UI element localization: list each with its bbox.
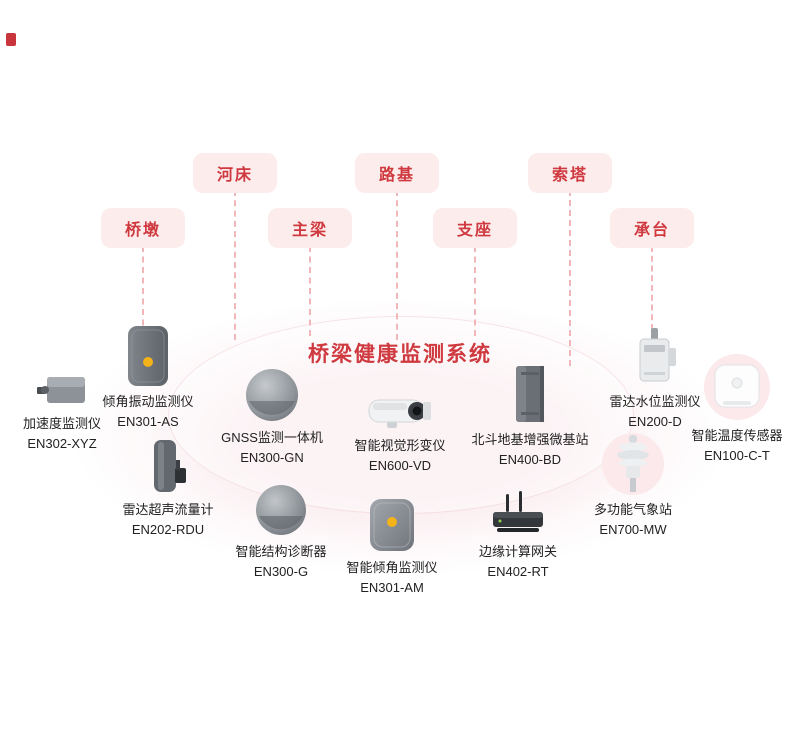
device-EN301-AM: 智能倾角监测仪 EN301-AM bbox=[312, 496, 472, 597]
accelerometer-icon bbox=[35, 368, 89, 410]
device-EN600-VD: 智能视觉形变仪 EN600-VD bbox=[320, 390, 480, 475]
device-name: 智能结构诊断器 bbox=[235, 544, 327, 559]
zone-pill-label: 索塔 bbox=[551, 167, 589, 184]
zone-pill-label: 主梁 bbox=[291, 222, 329, 239]
zone-pill-bearing: 支座 bbox=[432, 208, 518, 248]
connector-line-pile-cap bbox=[651, 246, 653, 330]
device-EN402-RT: 边缘计算网关 EN402-RT bbox=[438, 490, 598, 581]
diagram-title: 桥梁健康监测系统 bbox=[308, 343, 492, 366]
device-name: 边缘计算网关 bbox=[478, 544, 557, 559]
device-model: EN600-VD bbox=[368, 457, 432, 473]
zone-pill-label: 支座 bbox=[456, 222, 494, 239]
zone-pill-riverbed: 河床 bbox=[192, 153, 278, 193]
device-name: 北斗地基增强微基站 bbox=[471, 432, 589, 447]
tilt-monitor-icon bbox=[365, 496, 419, 554]
weather-station-icon bbox=[598, 430, 668, 496]
zone-pill-roadbed: 路基 bbox=[354, 153, 440, 193]
device-EN400-BD: 北斗地基增强微基站 EN400-BD bbox=[450, 362, 610, 469]
radar-flow-meter-icon bbox=[145, 436, 191, 496]
device-name: 智能温度传感器 bbox=[691, 428, 783, 443]
vision-camera-icon bbox=[365, 390, 435, 432]
zone-pill-pier: 桥墩 bbox=[100, 208, 186, 248]
zone-pill-main-girder: 主梁 bbox=[267, 208, 353, 248]
device-model: EN700-MW bbox=[599, 521, 667, 537]
device-EN700-MW: 多功能气象站 EN700-MW bbox=[553, 430, 713, 539]
device-EN302-XYZ: 加速度监测仪 EN302-XYZ bbox=[0, 368, 142, 453]
device-model: EN302-XYZ bbox=[27, 435, 97, 451]
device-name: 智能倾角监测仪 bbox=[346, 560, 438, 575]
connector-line-cable-tower bbox=[569, 190, 571, 366]
device-name: 雷达水位监测仪 bbox=[609, 394, 701, 409]
device-model: EN301-AS bbox=[117, 413, 179, 429]
device-name: 加速度监测仪 bbox=[22, 416, 101, 431]
device-EN202-RDU: 雷达超声流量计 EN202-RDU bbox=[88, 436, 248, 539]
tilt-vibration-monitor-icon bbox=[123, 324, 173, 388]
connector-line-riverbed bbox=[234, 190, 236, 340]
zone-pill-label: 河床 bbox=[216, 167, 254, 184]
device-name: 倾角振动监测仪 bbox=[102, 394, 194, 409]
beidou-base-station-icon bbox=[509, 362, 551, 426]
device-model: EN402-RT bbox=[487, 563, 549, 579]
temperature-sensor-icon bbox=[700, 352, 774, 422]
connector-line-roadbed bbox=[396, 190, 398, 340]
device-EN300-GN: GNSS监测一体机 EN300-GN bbox=[192, 366, 352, 467]
zone-pill-pile-cap: 承台 bbox=[609, 208, 695, 248]
device-model: EN300-GN bbox=[240, 449, 304, 465]
device-model: EN400-BD bbox=[498, 451, 562, 467]
structure-diagnoser-dome-icon bbox=[253, 482, 309, 538]
zone-pill-label: 桥墩 bbox=[124, 222, 162, 239]
device-model: EN100-C-T bbox=[704, 447, 770, 463]
corner-mark bbox=[6, 33, 16, 46]
gnss-dome-icon bbox=[243, 366, 301, 424]
device-model: EN300-G bbox=[253, 563, 309, 579]
zone-pill-label: 路基 bbox=[378, 167, 416, 184]
edge-gateway-icon bbox=[486, 490, 550, 538]
device-model: EN301-AM bbox=[360, 579, 424, 595]
connector-line-pier bbox=[142, 246, 144, 336]
zone-pill-cable-tower: 索塔 bbox=[527, 153, 613, 193]
connector-line-main-girder bbox=[309, 246, 311, 336]
radar-water-level-icon bbox=[631, 326, 679, 388]
device-model: EN200-D bbox=[628, 413, 682, 429]
device-name: 智能视觉形变仪 bbox=[354, 438, 446, 453]
device-model: EN202-RDU bbox=[131, 521, 205, 537]
device-EN300-G: 智能结构诊断器 EN300-G bbox=[201, 482, 361, 581]
device-name: GNSS监测一体机 bbox=[221, 430, 323, 445]
device-EN100-C-T: 智能温度传感器 EN100-C-T bbox=[657, 352, 800, 465]
connector-line-bearing bbox=[474, 246, 476, 336]
zone-pill-label: 承台 bbox=[633, 222, 671, 239]
device-name: 多功能气象站 bbox=[593, 502, 672, 517]
device-name: 雷达超声流量计 bbox=[122, 502, 214, 517]
device-EN200-D: 雷达水位监测仪 EN200-D bbox=[575, 326, 735, 431]
device-EN301-AS: 倾角振动监测仪 EN301-AS bbox=[68, 324, 228, 431]
